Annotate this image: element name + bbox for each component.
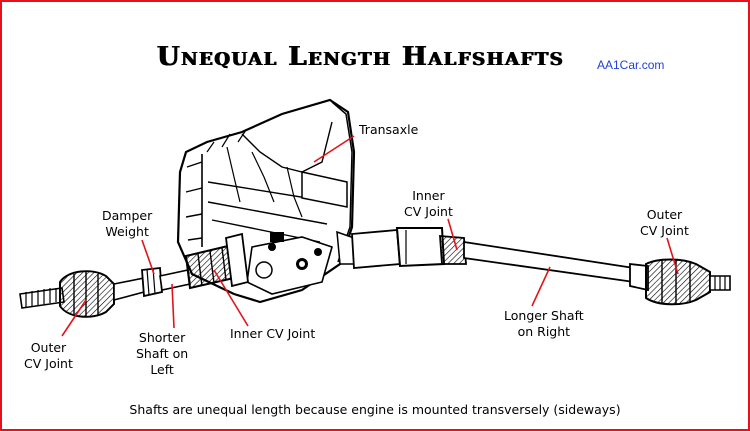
leader-transaxle xyxy=(313,135,355,163)
brand-link[interactable]: AA1Car.com xyxy=(597,58,665,72)
label-outer-cv-right-line2: CV Joint xyxy=(640,223,689,238)
leader-lines xyxy=(61,135,679,337)
right-halfshaft xyxy=(351,227,731,306)
label-inner-cv-left: Inner CV Joint xyxy=(230,326,315,342)
label-outer-cv-right: Outer CV Joint xyxy=(640,207,689,239)
label-damper-weight: Damper Weight xyxy=(102,208,152,240)
label-transaxle-text: Transaxle xyxy=(359,122,419,137)
leader-outer-cv-left xyxy=(61,299,87,337)
label-longer-line1: Longer Shaft xyxy=(504,308,584,323)
label-outer-cv-right-line1: Outer xyxy=(646,207,683,222)
label-inner-cv-right: Inner CV Joint xyxy=(404,188,453,220)
diagram-title: Unequal Length Halfshafts xyxy=(157,42,565,72)
label-shorter-line1: Shorter xyxy=(138,330,186,345)
label-shorter-shaft: Shorter Shaft on Left xyxy=(136,330,188,378)
leader-outer-cv-right xyxy=(666,237,679,275)
label-outer-cv-left: Outer CV Joint xyxy=(24,340,73,372)
left-halfshaft xyxy=(19,232,249,318)
label-transaxle: Transaxle xyxy=(359,122,418,138)
label-inner-cv-right-line1: Inner xyxy=(412,188,445,203)
leader-shorter-shaft xyxy=(171,283,175,329)
label-outer-cv-left-line1: Outer xyxy=(30,340,67,355)
leader-inner-cv-left xyxy=(213,269,249,327)
label-damper-line2: Weight xyxy=(105,224,149,239)
leader-inner-cv-right xyxy=(447,218,458,251)
label-longer-shaft: Longer Shaft on Right xyxy=(504,308,584,340)
diagram-caption: Shafts are unequal length because engine… xyxy=(129,402,621,417)
label-outer-cv-left-line2: CV Joint xyxy=(24,356,73,371)
label-inner-cv-left-text: Inner CV Joint xyxy=(230,326,316,341)
label-longer-line2: on Right xyxy=(517,324,571,339)
leader-longer-shaft xyxy=(531,266,551,307)
label-inner-cv-right-line2: CV Joint xyxy=(404,204,453,219)
label-shorter-line2: Shaft on xyxy=(136,346,189,361)
label-damper-line1: Damper xyxy=(102,208,153,223)
leader-damper xyxy=(141,239,155,275)
label-shorter-line3: Left xyxy=(150,362,174,377)
